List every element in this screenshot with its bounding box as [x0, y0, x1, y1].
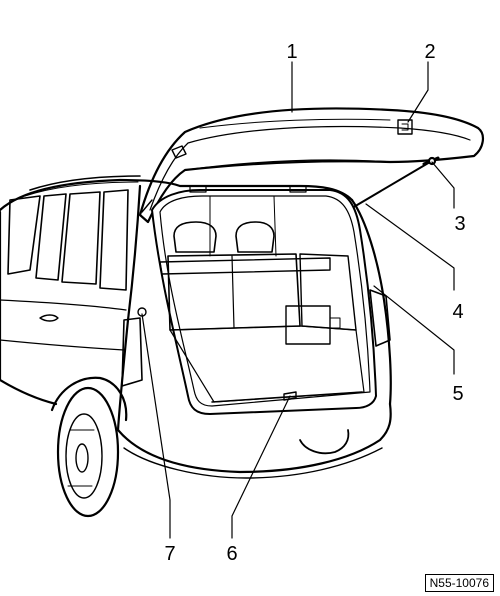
callout-7: 7: [164, 543, 175, 565]
figure-reference-label: N55-10076: [424, 574, 494, 592]
car-body: [0, 175, 392, 518]
luggage-compartment: [137, 185, 377, 415]
leader-lines: [141, 61, 455, 539]
callout-2: 2: [424, 41, 435, 63]
callout-4: 4: [452, 301, 463, 323]
tailgate: [138, 107, 484, 224]
callout-6: 6: [226, 543, 237, 565]
callout-1: 1: [286, 41, 297, 63]
callout-5: 5: [452, 383, 463, 405]
callout-3: 3: [454, 213, 465, 235]
